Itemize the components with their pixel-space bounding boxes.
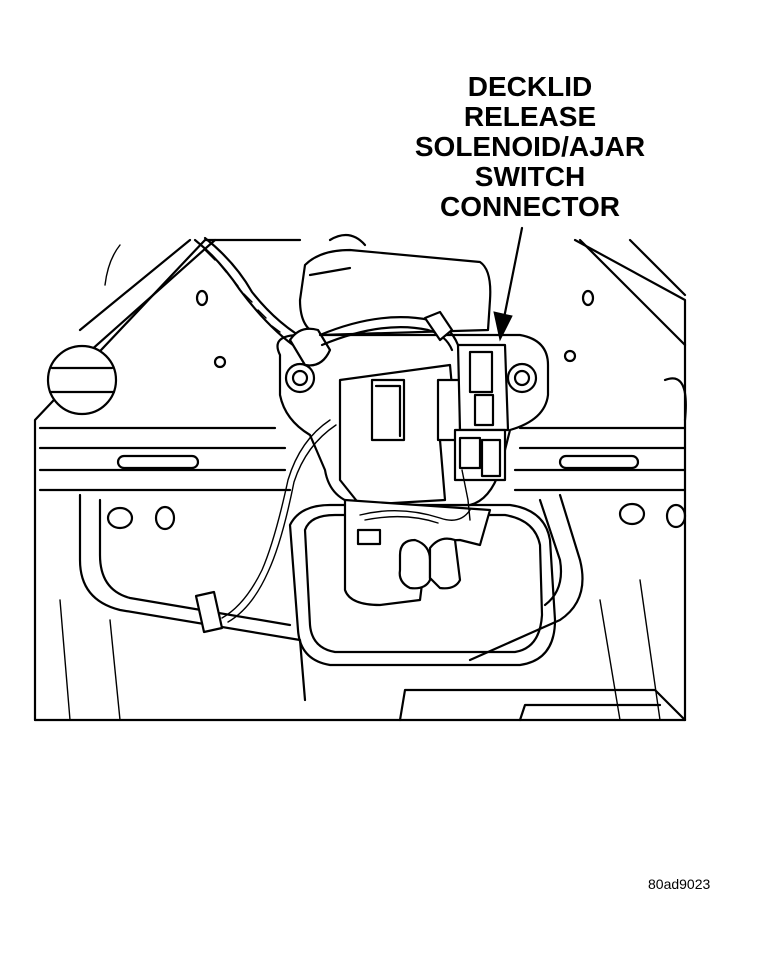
callout-line-5: CONNECTOR bbox=[440, 191, 620, 222]
callout-line-4: SWITCH bbox=[474, 161, 586, 192]
wire-harness bbox=[193, 236, 460, 634]
callout-label: DECKLID RELEASE SOLENOID/AJAR SWITCH CON… bbox=[400, 72, 660, 222]
solenoid-ajar-switch-connector bbox=[453, 343, 510, 521]
figure-id: 80ad9023 bbox=[648, 876, 711, 892]
latch-recess bbox=[288, 503, 557, 667]
callout-line-2: RELEASE bbox=[463, 101, 597, 132]
latch-assembly bbox=[338, 363, 492, 607]
callout-line-3: SOLENOID/AJAR bbox=[414, 131, 646, 162]
release-cable-housing bbox=[298, 233, 492, 337]
callout-leader-arrow bbox=[493, 226, 524, 342]
callout-line-1: DECKLID bbox=[467, 71, 593, 102]
decklid-panel bbox=[33, 238, 687, 722]
